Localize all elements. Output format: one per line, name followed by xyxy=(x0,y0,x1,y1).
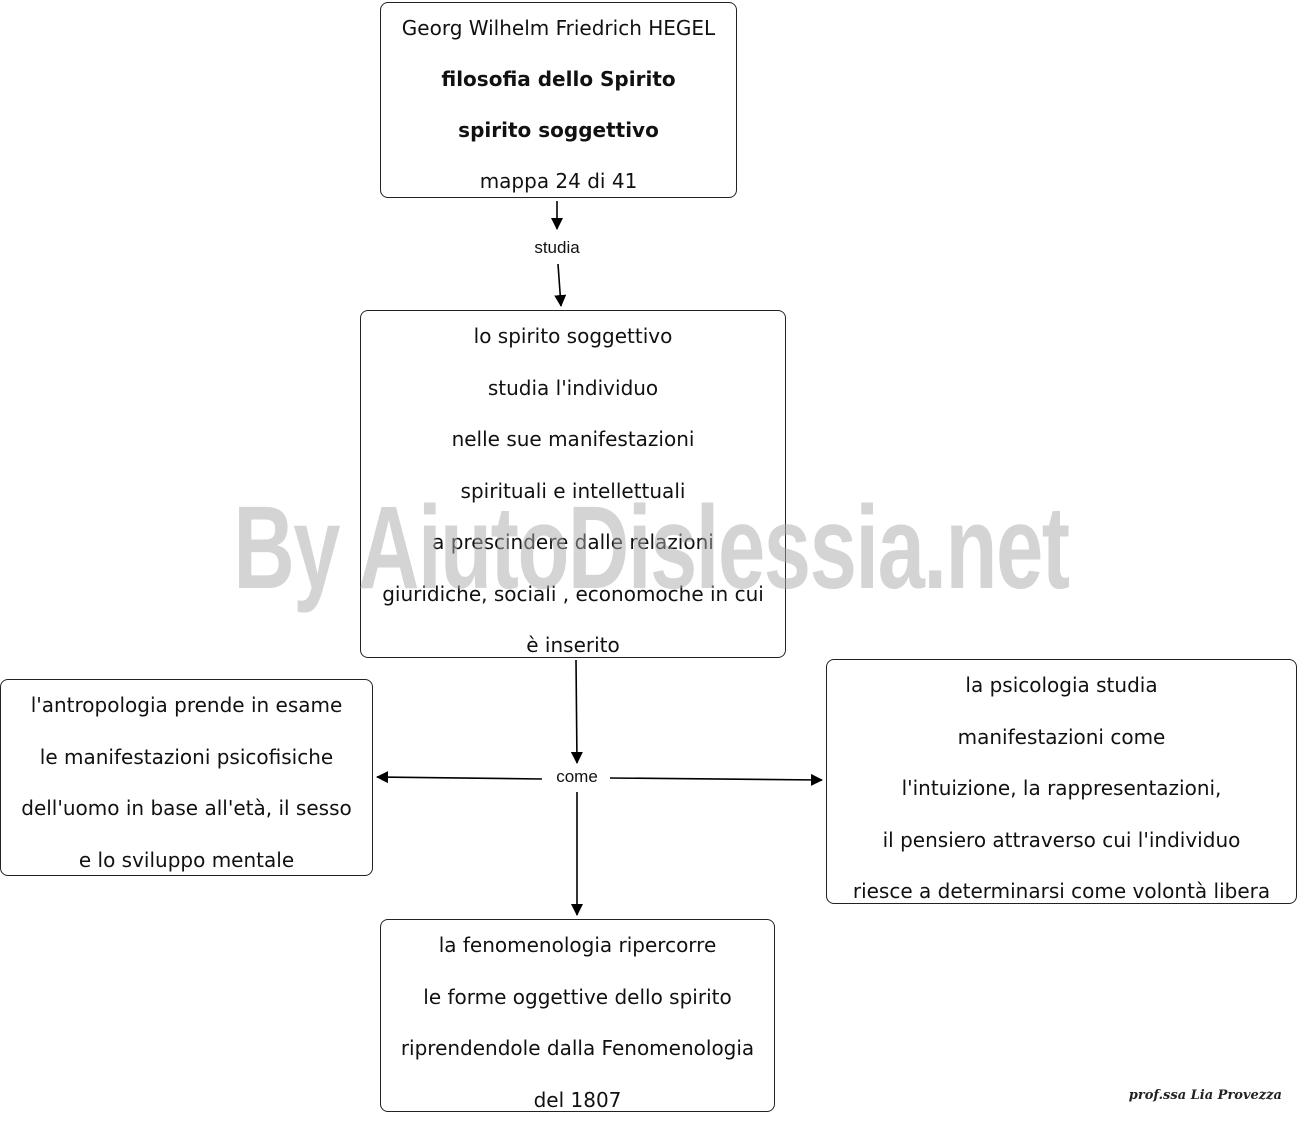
node-title-line: spirito soggettivo xyxy=(381,105,736,156)
node-psicologia-line: riesce a determinarsi come volontà liber… xyxy=(827,866,1296,918)
node-title: Georg Wilhelm Friedrich HEGEL filosofia … xyxy=(380,2,737,198)
node-psicologia: la psicologia studia manifestazioni come… xyxy=(826,659,1297,904)
node-psicologia-line: manifestazioni come xyxy=(827,712,1296,764)
node-soggettivo-line: spirituali e intellettuali xyxy=(361,466,785,518)
node-fenomenologia-line: le forme oggettive dello spirito xyxy=(381,972,774,1024)
node-title-line: Georg Wilhelm Friedrich HEGEL xyxy=(381,3,736,54)
node-antropologia: l'antropologia prende in esame le manife… xyxy=(0,679,373,876)
node-fenomenologia: la fenomenologia ripercorre le forme ogg… xyxy=(380,919,775,1112)
node-antropologia-line: l'antropologia prende in esame xyxy=(1,680,372,732)
node-fenomenologia-line: del 1807 xyxy=(381,1075,774,1126)
connector-come-to-antropologia xyxy=(377,777,542,779)
node-soggettivo-line: nelle sue manifestazioni xyxy=(361,414,785,466)
node-fenomenologia-line: riprendendole dalla Fenomenologia xyxy=(381,1023,774,1075)
node-fenomenologia-line: la fenomenologia ripercorre xyxy=(381,920,774,972)
node-soggettivo-line: lo spirito soggettivo xyxy=(361,311,785,363)
connector-soggettivo-to-come xyxy=(576,660,577,763)
node-soggettivo-line: giuridiche, sociali , economoche in cui xyxy=(361,569,785,621)
node-antropologia-line: le manifestazioni psicofisiche xyxy=(1,732,372,784)
node-antropologia-line: e lo sviluppo mentale xyxy=(1,835,372,887)
author-signature: prof.ssa Lia Provezza xyxy=(1129,1088,1282,1103)
node-soggettivo-line: a prescindere dalle relazioni xyxy=(361,517,785,569)
node-spirito-soggettivo: lo spirito soggettivo studia l'individuo… xyxy=(360,310,786,658)
node-title-line: mappa 24 di 41 xyxy=(381,156,736,207)
connector-come-to-psicologia xyxy=(610,778,822,780)
node-psicologia-line: la psicologia studia xyxy=(827,660,1296,712)
node-psicologia-line: il pensiero attraverso cui l'individuo xyxy=(827,815,1296,867)
link-label-come: come xyxy=(548,767,606,787)
node-psicologia-line: l'intuizione, la rappresentazioni, xyxy=(827,763,1296,815)
node-soggettivo-line: è inserito xyxy=(361,620,785,672)
node-antropologia-line: dell'uomo in base all'età, il sesso xyxy=(1,783,372,835)
link-label-studia: studia xyxy=(526,238,587,258)
node-title-line: filosofia dello Spirito xyxy=(381,54,736,105)
node-soggettivo-line: studia l'individuo xyxy=(361,363,785,415)
connector-studia-to-soggettivo xyxy=(558,264,561,306)
